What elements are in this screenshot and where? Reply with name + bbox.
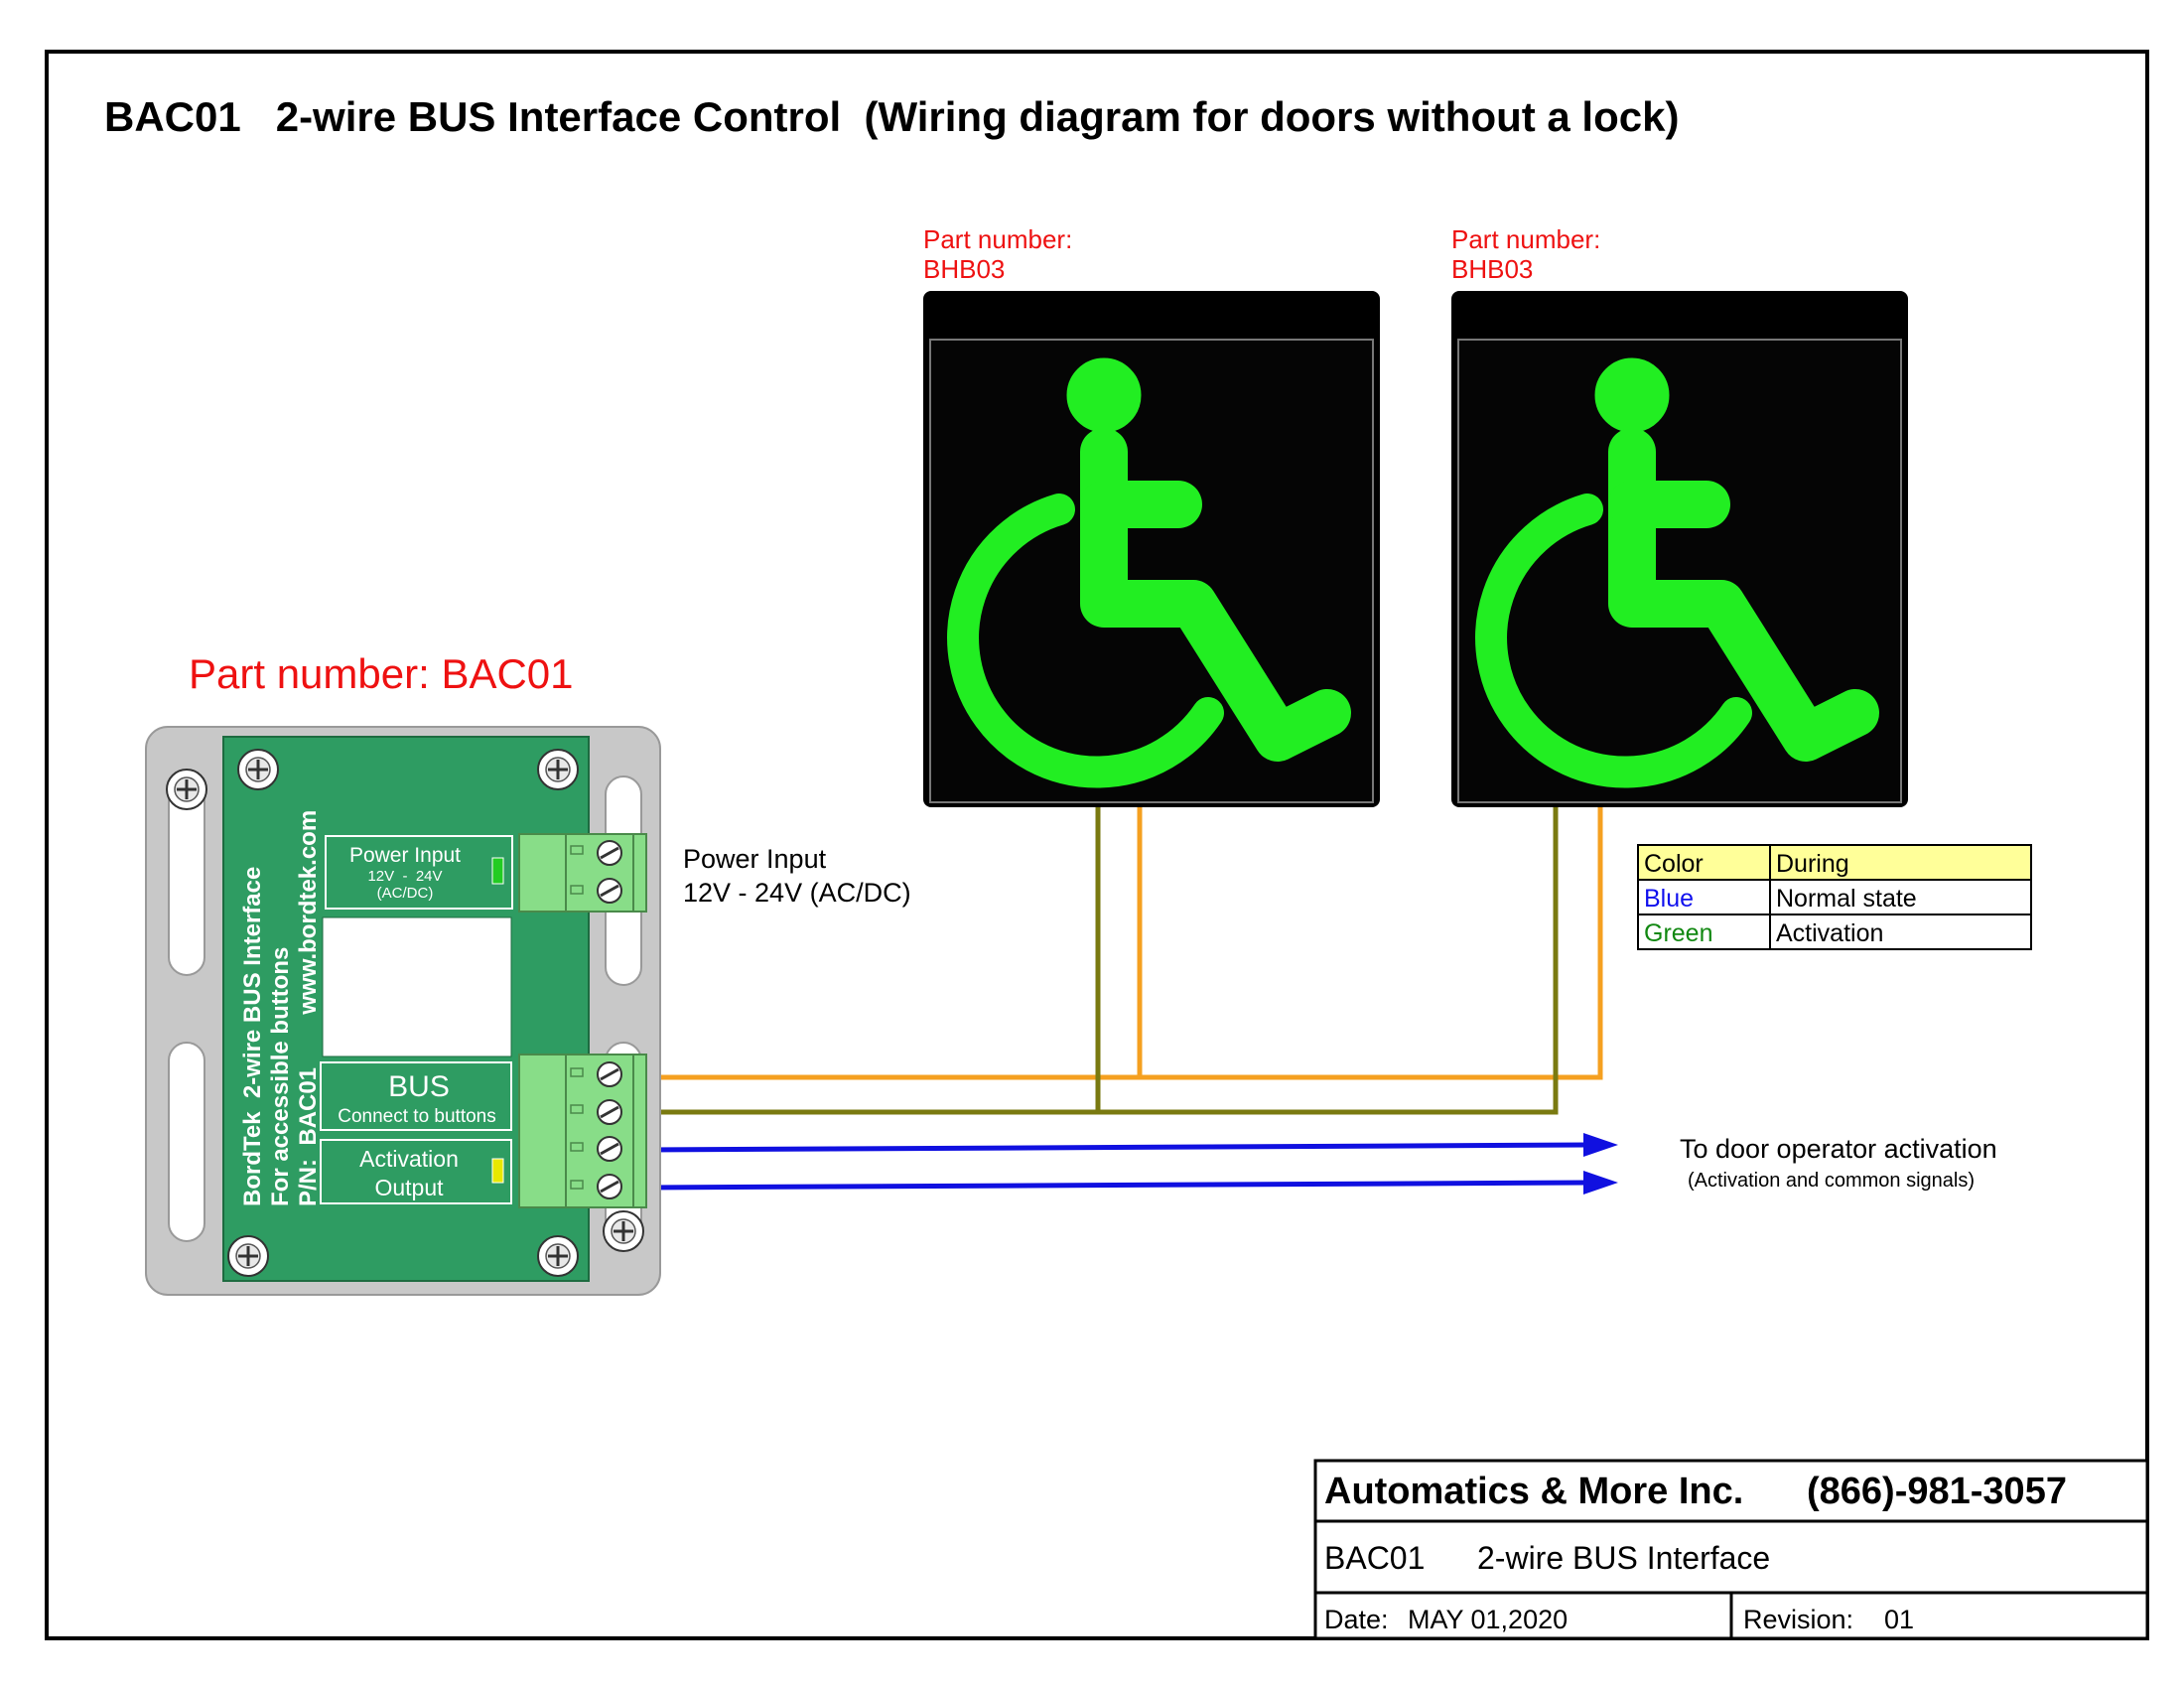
revision-value: 01 — [1884, 1605, 1914, 1634]
button-2-part-label: Part number: — [1451, 224, 1600, 254]
button-1-part-label: Part number: — [923, 224, 1072, 254]
terminal-slot — [570, 885, 584, 895]
color-legend-table: Color During Blue Normal state Green Act… — [1637, 844, 2032, 950]
wire-blue-activation — [644, 1142, 1589, 1153]
bus-wires — [645, 806, 1603, 1115]
title-block: Automatics & More Inc. (866)-981-3057 BA… — [1313, 1459, 2149, 1640]
terminal-screw-icon — [596, 877, 623, 905]
terminal-screw-icon — [596, 1060, 623, 1088]
date-value: MAY 01,2020 — [1408, 1605, 1568, 1634]
terminal-slot — [570, 1180, 584, 1190]
terminal-screw-icon — [596, 1098, 623, 1126]
company-name: Automatics & More Inc. — [1324, 1471, 1743, 1512]
push-button-2: Part number: BHB03 — [1451, 224, 1908, 807]
power-input-box — [325, 835, 513, 910]
pcb-screw-icon — [236, 748, 280, 791]
sheet-border — [45, 50, 2149, 1640]
arrowhead-activation — [1583, 1133, 1618, 1157]
legend-row1-color: Blue — [1644, 885, 1694, 913]
pcb-pn-text: P/N: BAC01 www.bordtek.com — [295, 810, 322, 1206]
plate-slot — [168, 1042, 205, 1242]
terminal-slot — [570, 845, 584, 855]
pcb-purpose-text: For accessible buttons — [267, 947, 294, 1206]
activation-line1: Activation — [359, 1146, 459, 1172]
pcb-screw-icon — [536, 748, 580, 791]
door-operator-sublabel: (Activation and common signals) — [1688, 1170, 1975, 1192]
bus-title: BUS — [388, 1070, 450, 1103]
terminal-screw-icon — [596, 839, 623, 867]
terminal-screw-icon — [596, 1173, 623, 1200]
terminal-screw-icon — [596, 1135, 623, 1163]
pcb-screw-icon — [536, 1234, 580, 1278]
bus-box — [320, 1061, 512, 1131]
module-part-label: Part number: BAC01 — [189, 650, 574, 697]
push-button-1: Part number: BHB03 — [923, 224, 1380, 807]
button-2-part-number: BHB03 — [1451, 254, 1533, 284]
revision-label: Revision: — [1743, 1605, 1853, 1634]
company-phone: (866)-981-3057 — [1807, 1471, 2067, 1512]
plate-screw-icon — [602, 1209, 645, 1253]
terminal-slot — [570, 1104, 584, 1114]
wire-orange-run — [645, 806, 1603, 1080]
wire-olive-run — [645, 806, 1559, 1115]
date-label: Date: — [1324, 1605, 1389, 1634]
power-box-title: Power Input — [349, 844, 461, 867]
legend-row2-during: Activation — [1776, 919, 1883, 947]
page-title: BAC01 2-wire BUS Interface Control (Wiri… — [104, 93, 1679, 140]
button-1-part-number: BHB03 — [923, 254, 1005, 284]
legend-header-color: Color — [1644, 850, 1704, 878]
pcb-screw-icon — [226, 1234, 270, 1278]
power-input-voltage: 12V - 24V (AC/DC) — [683, 878, 911, 908]
pcb-cutout — [322, 916, 512, 1057]
legend-row-2 — [1637, 914, 2032, 950]
plate-screw-icon — [165, 768, 208, 811]
drawing-part: BAC01 — [1324, 1540, 1425, 1576]
pcb-brand-text: BordTek 2-wire BUS Interface — [239, 867, 266, 1206]
door-operator-label: To door operator activation — [1680, 1134, 1997, 1164]
activation-led — [491, 1158, 504, 1184]
legend-header-during: During — [1776, 850, 1849, 878]
legend-row1-during: Normal state — [1776, 885, 1917, 913]
activation-line2: Output — [374, 1175, 444, 1200]
activation-box — [320, 1139, 512, 1204]
drawing-description: 2-wire BUS Interface — [1477, 1540, 1770, 1576]
bus-subtitle: Connect to buttons — [338, 1106, 496, 1127]
terminal-slot — [570, 1142, 584, 1152]
power-led — [491, 857, 504, 885]
legend-row2-color: Green — [1644, 919, 1712, 947]
pcb-side-text: BordTek 2-wire BUS Interface For accessi… — [239, 810, 322, 1206]
door-operator-wires — [644, 1133, 1618, 1195]
bac01-module: BordTek 2-wire BUS Interface For accessi… — [145, 726, 661, 1296]
power-box-acdc: (AC/DC) — [377, 885, 434, 902]
power-box-voltage: 12V - 24V — [367, 868, 442, 885]
power-input-label: Power Input — [683, 844, 827, 874]
arrowhead-common — [1583, 1171, 1618, 1195]
wire-blue-common — [644, 1180, 1589, 1191]
terminal-slot — [570, 1067, 584, 1077]
